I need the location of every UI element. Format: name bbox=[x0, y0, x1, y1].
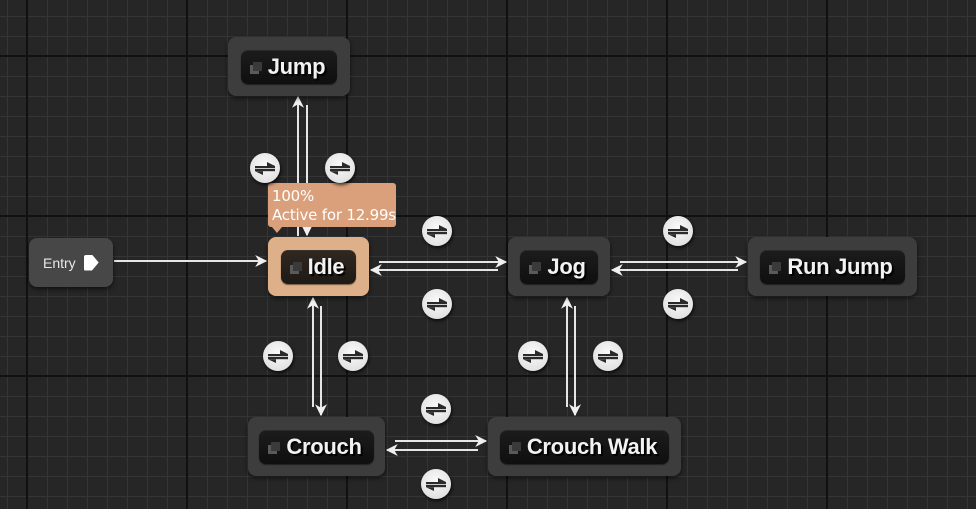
state-label: Jog bbox=[547, 253, 586, 279]
transition-rule-icon-idle-crouch-right[interactable] bbox=[338, 341, 368, 371]
state-label: Run Jump bbox=[787, 253, 893, 279]
entry-node[interactable]: Entry bbox=[29, 238, 113, 287]
state-node-run-jump[interactable]: Run Jump bbox=[748, 237, 917, 296]
transition-arrows-icon bbox=[426, 478, 446, 491]
state-node-body: Crouch bbox=[259, 429, 374, 464]
transition-rule-icon-idle-jog-bottom[interactable] bbox=[422, 289, 452, 319]
tooltip-weight: 100% bbox=[272, 187, 315, 205]
transition-arrows-icon bbox=[668, 225, 688, 238]
transition-arrows-icon bbox=[427, 298, 447, 311]
transition-rule-icon-jog-run-jump-top[interactable] bbox=[663, 216, 693, 246]
transition-rule-icon-idle-crouch-left[interactable] bbox=[263, 341, 293, 371]
transition-rule-icon-jog-crouch-walk-right[interactable] bbox=[593, 341, 623, 371]
state-node-crouch-walk[interactable]: Crouch Walk bbox=[488, 417, 681, 476]
transition-arrows-icon bbox=[330, 162, 350, 175]
state-node-jog[interactable]: Jog bbox=[508, 237, 610, 296]
state-node-body: Jog bbox=[520, 249, 598, 284]
transition-arrows-icon bbox=[427, 225, 447, 238]
active-state-tooltip: 100% Active for 12.99s bbox=[268, 183, 396, 233]
state-node-body: Run Jump bbox=[760, 249, 905, 284]
state-label: Idle bbox=[307, 253, 345, 279]
state-icon bbox=[268, 441, 281, 454]
transition-rule-icon-jog-crouch-walk-left[interactable] bbox=[518, 341, 548, 371]
transition-rule-icon-idle-jump-right[interactable] bbox=[325, 153, 355, 183]
transition-arrows-icon bbox=[668, 298, 688, 311]
state-icon bbox=[289, 261, 302, 274]
entry-arrow-icon bbox=[84, 255, 99, 271]
state-node-body: Idle bbox=[280, 249, 357, 284]
transition-rule-icon-crouch-crouch-walk-top[interactable] bbox=[421, 394, 451, 424]
transition-rule-icon-jog-run-jump-bottom[interactable] bbox=[663, 289, 693, 319]
transition-rule-icon-idle-jog-top[interactable] bbox=[422, 216, 452, 246]
state-node-body: Crouch Walk bbox=[499, 429, 670, 464]
state-node-body: Jump bbox=[240, 49, 338, 84]
entry-label: Entry bbox=[43, 254, 76, 271]
state-label: Crouch Walk bbox=[526, 433, 658, 459]
state-icon bbox=[769, 261, 782, 274]
state-node-idle[interactable]: Idle bbox=[268, 237, 369, 296]
transition-arrows-icon bbox=[598, 350, 618, 363]
state-icon bbox=[249, 61, 262, 74]
transition-arrows-icon bbox=[426, 403, 446, 416]
tooltip-duration: Active for 12.99s bbox=[272, 206, 396, 224]
transition-arrows-icon bbox=[255, 162, 275, 175]
transition-arrows-icon bbox=[268, 350, 288, 363]
state-node-jump[interactable]: Jump bbox=[228, 37, 350, 96]
transition-rule-icon-crouch-crouch-walk-bottom[interactable] bbox=[421, 469, 451, 499]
state-label: Crouch bbox=[286, 433, 362, 459]
state-label: Jump bbox=[267, 53, 326, 79]
state-icon bbox=[508, 441, 521, 454]
transition-rule-icon-idle-jump-left[interactable] bbox=[250, 153, 280, 183]
transition-arrows-icon bbox=[523, 350, 543, 363]
transition-arrows-icon bbox=[343, 350, 363, 363]
state-icon bbox=[529, 261, 542, 274]
state-node-crouch[interactable]: Crouch bbox=[248, 417, 385, 476]
